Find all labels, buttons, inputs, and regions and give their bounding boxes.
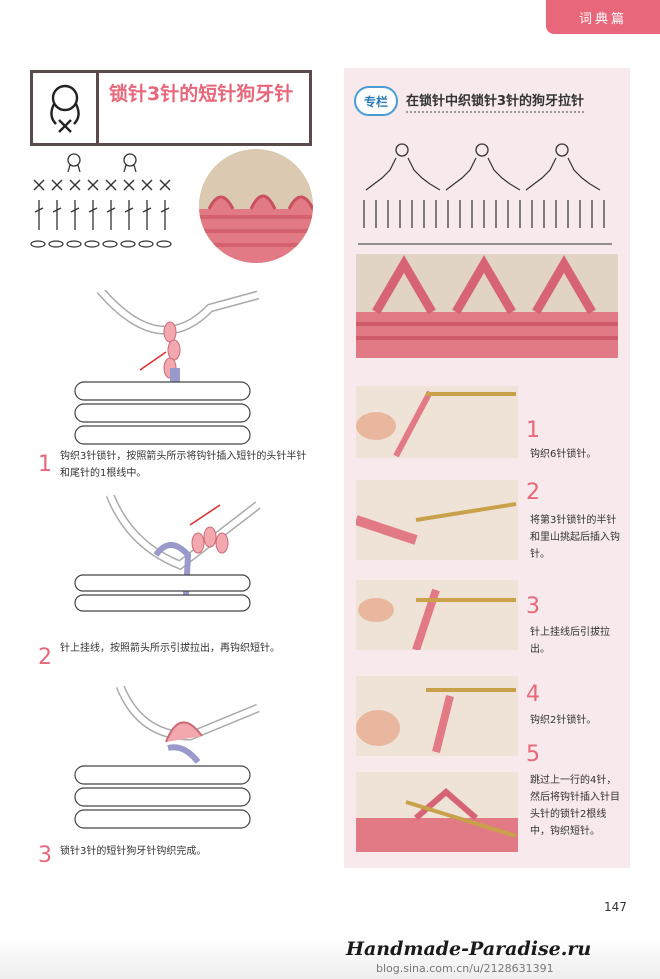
column-step-3-photo <box>356 580 518 650</box>
column-swatch-photo <box>356 254 618 358</box>
column-step-4-text: 钩织2针锁针。 <box>530 715 597 726</box>
step1-illustration <box>70 287 320 454</box>
column-step-1-number: 1 <box>526 418 540 443</box>
column-step-2-photo <box>356 480 518 560</box>
step2-illustration <box>70 493 320 629</box>
column-header: 专栏 在锁针中织锁针3针的狗牙拉针 <box>354 86 585 116</box>
title-box: 锁针3针的短针狗牙针 <box>30 70 312 146</box>
page-number: 147 <box>604 900 627 914</box>
page-title: 锁针3针的短针狗牙针 <box>109 83 294 105</box>
watermark-site: Handmade-Paradise.ru <box>346 938 592 960</box>
column-step-5-photo <box>356 772 518 852</box>
column-badge: 专栏 <box>354 86 398 116</box>
section-tab: 词典篇 <box>546 0 660 34</box>
step-1-number: 1 <box>38 452 52 477</box>
picot-symbol-icon <box>33 73 99 143</box>
step-3-text: 锁针3针的短针狗牙针钩织完成。 <box>60 846 207 857</box>
watermark-blog-url: blog.sina.com.cn/u/2128631391 <box>376 962 554 975</box>
column-step-2-number: 2 <box>526 480 540 505</box>
step-2-text: 针上挂线，按照箭头所示引拔拉出，再钩织短针。 <box>60 643 280 654</box>
column-step-3-text: 针上挂线后引拔拉出。 <box>530 627 610 655</box>
column-step-3-number: 3 <box>526 594 540 619</box>
column-symbol-chart <box>356 140 618 256</box>
column-title: 在锁针中织锁针3针的狗牙拉针 <box>406 90 585 113</box>
column-step-5-number: 5 <box>526 742 540 767</box>
column-step-2-text: 将第3针锁针的半针和里山挑起后插入钩针。 <box>530 515 620 560</box>
step-2-number: 2 <box>38 645 52 670</box>
column-step-4-number: 4 <box>526 682 540 707</box>
stitch-symbol-chart <box>28 152 198 256</box>
column-step-4-photo <box>356 676 518 756</box>
column-step-1-photo <box>356 386 518 458</box>
watermark-footer: Handmade-Paradise.ru blog.sina.com.cn/u/… <box>0 938 660 979</box>
step-1-text: 钩织3针锁针，按照箭头所示将钩针插入短针的头针半针和尾针的1根线中。 <box>60 451 307 479</box>
column-step-1-text: 钩织6针锁针。 <box>530 449 597 460</box>
step-3-number: 3 <box>38 843 52 868</box>
section-tab-label: 词典篇 <box>578 11 627 27</box>
step3-illustration <box>70 684 320 840</box>
column-step-5-text: 跳过上一行的4针，然后将钩针插入针目头针的锁针2根线中，钩织短针。 <box>530 775 620 837</box>
swatch-photo-circle <box>199 149 313 263</box>
